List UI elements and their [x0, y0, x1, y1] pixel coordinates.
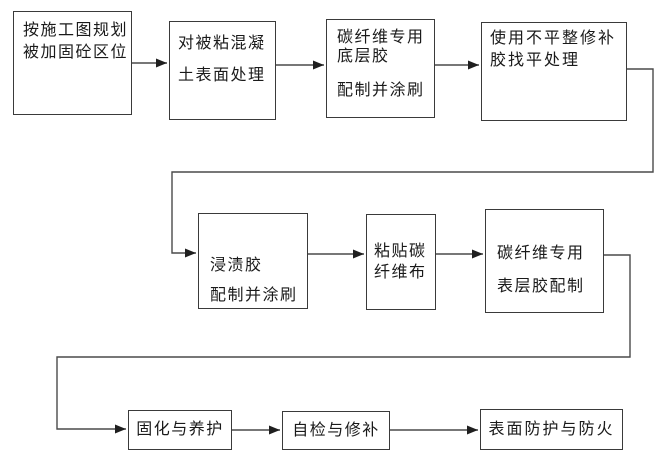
step-surface-treatment: 对被粘混凝 土表面处理 [169, 21, 276, 120]
step-label-line: 配制并涂刷 [210, 287, 298, 304]
step-label-line: 使用不平整修补 [490, 30, 617, 47]
step-label-line: 碳纤维专用 [337, 29, 425, 46]
step-label-line: 胶找平处理 [490, 52, 581, 69]
step-label-line: 被加固砼区位 [23, 44, 129, 61]
step-label-line: 土表面处理 [178, 67, 266, 84]
step-label-line: 配制并涂刷 [337, 82, 425, 99]
step-label-line: 表面防护与防火 [488, 421, 615, 438]
step-plan-location: 按施工图规划 被加固砼区位 [13, 11, 132, 115]
step-label-line: 碳纤维专用 [497, 245, 585, 262]
step-label-line: 固化与养护 [136, 421, 224, 438]
step-leveling-repair: 使用不平整修补 胶找平处理 [481, 22, 627, 121]
arrow-step4-step5 [171, 68, 654, 258]
step-surface-glue: 碳纤维专用 表层胶配制 [485, 209, 604, 313]
step-label-line: 浸渍胶 [210, 257, 263, 274]
step-self-check-repair: 自检与修补 [282, 411, 390, 450]
step-impregnating-glue: 浸渍胶 配制并涂刷 [198, 213, 308, 309]
step-primer-glue: 碳纤维专用 底层胶 配制并涂刷 [326, 19, 435, 118]
step-label-line: 纤维布 [374, 264, 427, 281]
step-surface-protection: 表面防护与防火 [480, 409, 623, 450]
arrow-step7-step8 [56, 254, 631, 434]
step-label-line: 自检与修补 [292, 422, 380, 439]
step-paste-carbon-cloth: 粘贴碳 纤维布 [366, 214, 436, 310]
step-label-line: 底层胶 [337, 48, 390, 65]
step-label-line: 表层胶配制 [497, 278, 585, 295]
step-curing: 固化与养护 [128, 410, 232, 450]
step-label-line: 按施工图规划 [23, 22, 129, 39]
step-label-line: 粘贴碳 [374, 243, 427, 260]
step-label-line: 对被粘混凝 [178, 35, 266, 52]
